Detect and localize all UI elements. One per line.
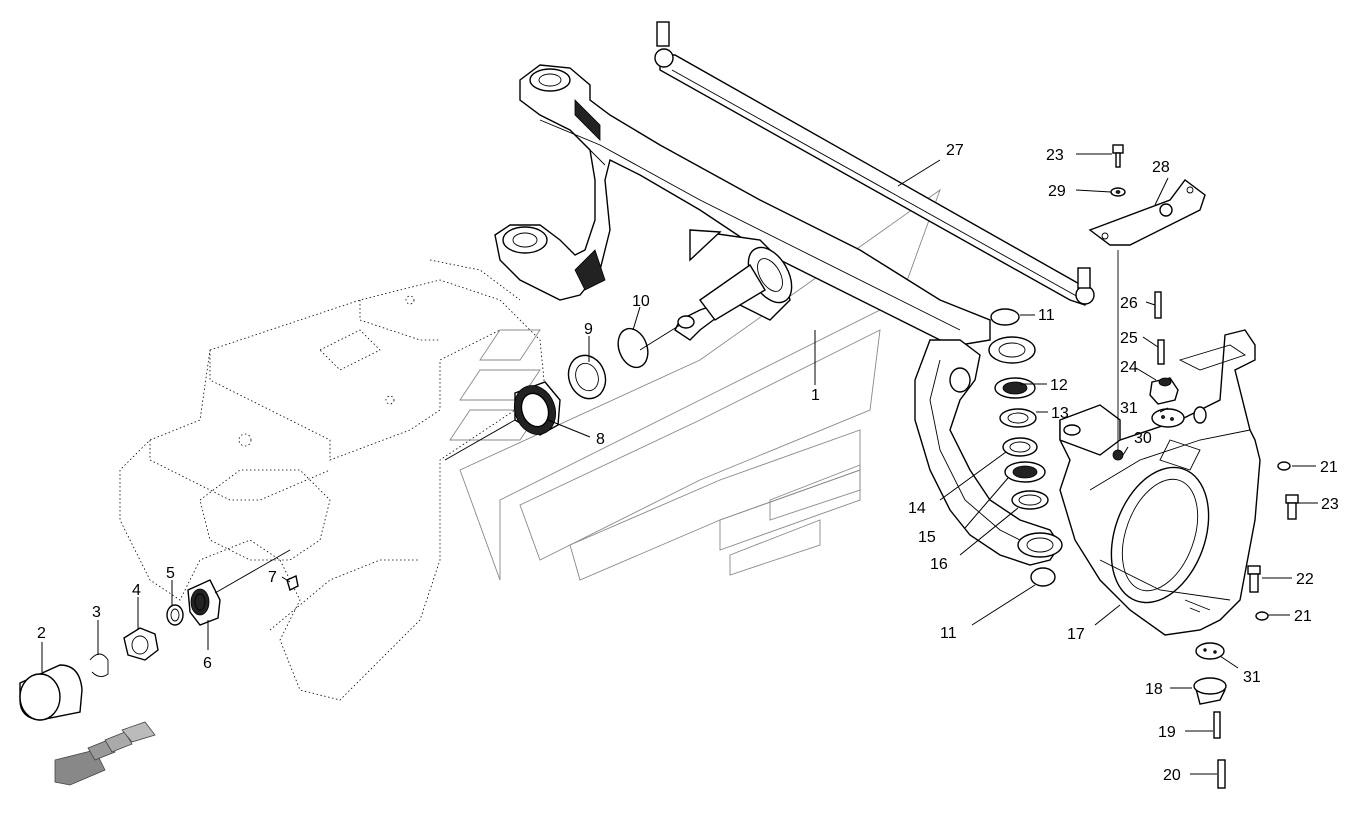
callout-25: 25	[1120, 330, 1138, 347]
callout-17: 17	[1067, 626, 1085, 643]
callout-15: 15	[918, 529, 936, 546]
callout-2: 2	[37, 625, 46, 642]
callout-26: 26	[1120, 295, 1138, 312]
top-plate-hardware	[1088, 144, 1206, 452]
front-axle-beam	[494, 64, 991, 346]
axle-support-bracket	[1059, 329, 1261, 636]
callout-13: 13	[1051, 405, 1069, 422]
callout-11-top: 11	[1038, 307, 1055, 324]
callout-5: 5	[166, 565, 175, 582]
callout-23-right: 23	[1321, 496, 1339, 513]
callout-20: 20	[1163, 767, 1181, 784]
axle-pivot-spindle	[674, 229, 793, 341]
callout-6: 6	[203, 655, 212, 672]
callout-31-top: 31	[1120, 400, 1138, 417]
tractor-chassis-outline	[119, 259, 546, 701]
callout-31-bottom: 31	[1243, 669, 1261, 686]
callout-1: 1	[811, 387, 820, 404]
hub-parts	[19, 324, 681, 721]
callout-23-top: 23	[1046, 147, 1064, 164]
bearing-stack	[990, 308, 1056, 587]
callout-18: 18	[1145, 681, 1163, 698]
callout-24: 24	[1120, 359, 1138, 376]
tie-rod	[654, 21, 1095, 306]
callout-4: 4	[132, 582, 141, 599]
callout-28: 28	[1152, 159, 1170, 176]
callout-10: 10	[632, 293, 650, 310]
callout-21-top: 21	[1320, 459, 1338, 476]
callout-30: 30	[1134, 430, 1152, 447]
callout-22: 22	[1296, 571, 1314, 588]
cap-11-bottom	[1030, 567, 1056, 587]
callout-7: 7	[268, 569, 277, 586]
callout-labels: 1 2 3 4 5 6 7 8 9 10 11 11 12 13 14 15 1…	[37, 142, 1339, 784]
pin-stack	[1112, 291, 1185, 461]
steering-knuckle-arm	[914, 336, 1063, 566]
callout-14: 14	[908, 500, 926, 517]
callout-9: 9	[584, 321, 593, 338]
background-logo	[449, 188, 941, 581]
callout-11-bottom: 11	[940, 625, 957, 642]
callout-19: 19	[1158, 724, 1176, 741]
callout-12: 12	[1050, 377, 1068, 394]
lower-pin-stack	[1193, 642, 1227, 789]
callout-16: 16	[930, 556, 948, 573]
leader-lines	[41, 153, 1318, 775]
callout-29: 29	[1048, 183, 1066, 200]
front-direction-arrow-icon	[54, 721, 156, 786]
side-hardware	[1247, 461, 1299, 621]
callout-8: 8	[596, 431, 605, 448]
callout-27: 27	[946, 142, 964, 159]
cap-11-top	[990, 308, 1020, 326]
callout-3: 3	[92, 604, 101, 621]
callout-21-bottom: 21	[1294, 608, 1312, 625]
